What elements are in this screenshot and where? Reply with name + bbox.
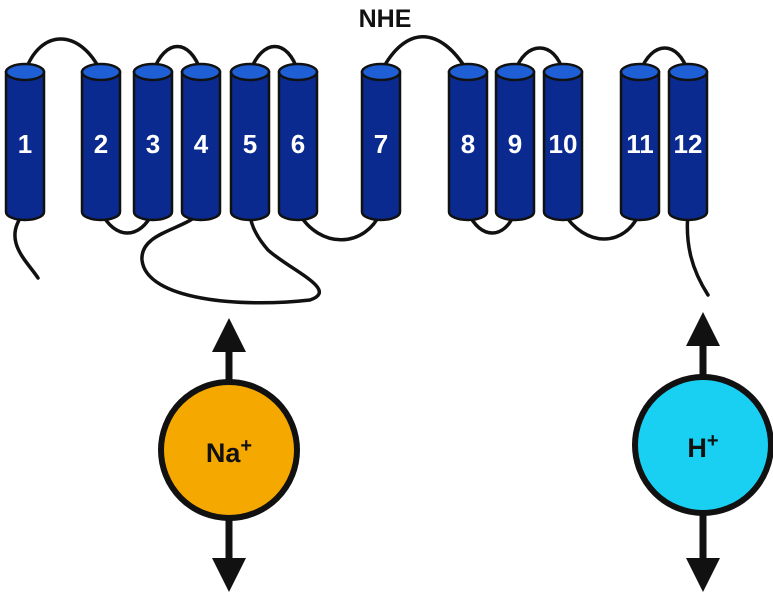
- helix-11: 11: [619, 62, 661, 222]
- helix-cap: [494, 62, 536, 82]
- n-terminus-tail: [13, 210, 40, 280]
- helix-number-label: 3: [146, 129, 160, 159]
- sodium-ion-circle: [158, 379, 300, 521]
- loop-10-11-bottom: [561, 210, 642, 241]
- helix-body: [542, 70, 584, 222]
- helix-body: [80, 70, 122, 222]
- loop-7-8-top: [379, 35, 470, 74]
- sodium-ion-group: Na+: [158, 318, 300, 592]
- helix-cap: [360, 62, 402, 82]
- sodium-arrow-down-head: [212, 558, 246, 592]
- helix-number-label: 10: [549, 129, 578, 159]
- helix-8: 8: [447, 62, 489, 222]
- c-terminus-tail: [685, 210, 710, 297]
- proton-arrow-down-head: [686, 558, 720, 592]
- protein-title: NHE: [359, 5, 412, 33]
- proton-ion-label: H+: [687, 430, 718, 463]
- loop-3-4-top: [151, 44, 203, 74]
- helix-number-label: 6: [291, 129, 305, 159]
- helix-number-label: 2: [94, 129, 108, 159]
- helix-number-label: 9: [508, 129, 522, 159]
- proton-ion-group: H+: [632, 312, 773, 592]
- loop-4-5-bottom: [140, 210, 321, 305]
- helix-cap: [80, 62, 122, 82]
- helix-cap: [447, 62, 489, 82]
- helix-body: [667, 70, 709, 222]
- loop-5-6-top: [248, 44, 300, 74]
- helix-cap: [542, 62, 584, 82]
- helix-cap: [4, 62, 46, 82]
- helix-cap: [229, 62, 271, 82]
- sodium-ion-label: Na+: [206, 435, 252, 468]
- helix-cap: [277, 62, 319, 82]
- helix-4: 4: [180, 62, 222, 222]
- helix-body: [229, 70, 271, 222]
- helix-number-label: 11: [626, 129, 654, 159]
- helix-10: 10: [542, 62, 584, 222]
- helix-number-label: 1: [18, 129, 32, 159]
- helix-9: 9: [494, 62, 536, 222]
- helix-body: [360, 70, 402, 222]
- helix-body: [447, 70, 489, 222]
- helix-number-label: 12: [674, 129, 703, 159]
- proton-arrow-up-head: [686, 312, 720, 346]
- helix-5: 5: [229, 62, 271, 222]
- helix-body: [132, 70, 174, 222]
- helix-1: 1: [4, 62, 46, 222]
- helix-number-label: 5: [243, 129, 257, 159]
- helix-cap: [619, 62, 661, 82]
- loop-1-2-top: [23, 37, 103, 74]
- helix-body: [277, 70, 319, 222]
- helix-2: 2: [80, 62, 122, 222]
- helix-cap: [667, 62, 709, 82]
- helix-body: [4, 70, 46, 222]
- helix-number-label: 8: [461, 129, 475, 159]
- loop-6-7-bottom: [296, 210, 383, 242]
- helix-7: 7: [360, 62, 402, 222]
- helix-12: 12: [667, 62, 709, 222]
- sodium-arrow-up-head: [212, 318, 246, 352]
- helix-6: 6: [277, 62, 319, 222]
- helix-number-label: 7: [374, 129, 388, 159]
- helix-number-label: 4: [194, 129, 209, 159]
- proton-ion-circle: [632, 374, 773, 516]
- helix-cap: [180, 62, 222, 82]
- helix-3: 3: [132, 62, 174, 222]
- helix-body: [180, 70, 222, 222]
- helix-cap: [132, 62, 174, 82]
- helix-body: [494, 70, 536, 222]
- helix-body: [619, 70, 661, 222]
